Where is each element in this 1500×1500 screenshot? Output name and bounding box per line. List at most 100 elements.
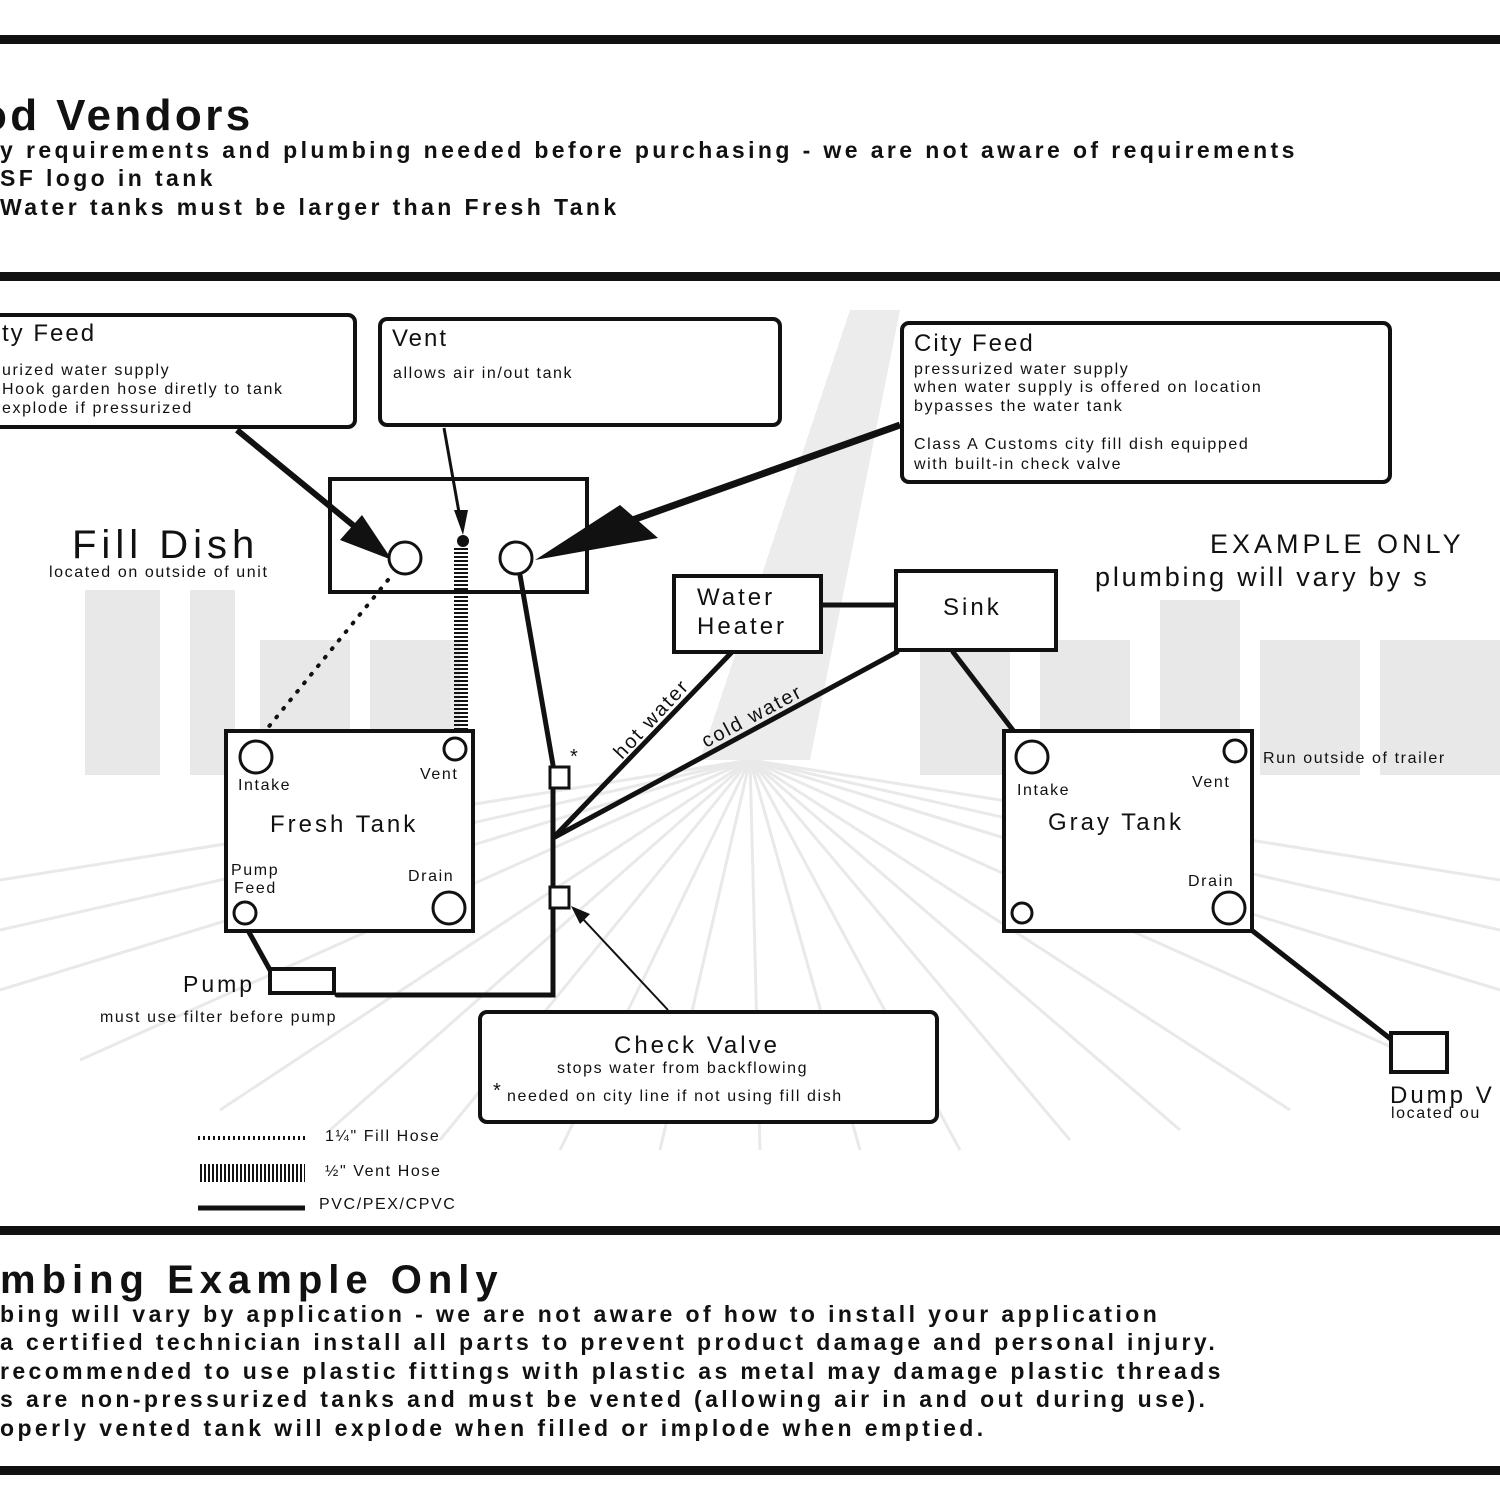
fill-hose <box>260 578 390 737</box>
fresh-tank-title: Fresh Tank <box>270 811 418 838</box>
fresh-intake-port <box>238 739 274 775</box>
lower-border <box>0 1226 1500 1235</box>
legend-pvc-label: PVC/PEX/CPVC <box>319 1196 456 1213</box>
legend-vent-hose-label: ½" Vent Hose <box>325 1163 442 1180</box>
gray-intake-label: Intake <box>1017 782 1070 799</box>
city-feed-left-line: explode if pressurized <box>2 400 193 417</box>
city-feed-right-line: with built-in check valve <box>913 456 1122 473</box>
arrow-head-icon <box>454 510 468 535</box>
footer-line: operly vented tank will explode when fil… <box>0 1415 987 1441</box>
bottom-border <box>0 1466 1500 1475</box>
check-valve-title: Check Valve <box>614 1032 780 1059</box>
arrow-head-icon <box>535 505 658 560</box>
dump-line <box>1242 922 1395 1043</box>
vent-nipple <box>457 535 469 547</box>
water-heater: Water Heater <box>672 574 823 654</box>
header-line: SF logo in tank <box>0 165 216 191</box>
fill-dish-subtitle: located on outside of unit <box>49 564 269 581</box>
fill-dish-box <box>328 477 589 594</box>
city-feed-left-line: Hook garden hose diretly to tank <box>2 381 284 398</box>
fresh-pump-feed-label: Feed <box>234 880 277 897</box>
header: od Vendors y requirements and plumbing n… <box>0 91 1298 220</box>
fill-dish-intake-port <box>387 540 423 576</box>
city-feed-left-line: urized water supply <box>2 362 170 379</box>
dump-valve: Dump V located ou <box>1389 1031 1495 1122</box>
fresh-pump-feed-port <box>232 900 258 926</box>
top-border <box>0 35 1500 44</box>
middle-border <box>0 272 1500 281</box>
sink: Sink <box>894 569 1058 652</box>
gray-drain-label: Drain <box>1188 873 1234 890</box>
legend-vent-hose-swatch <box>198 1164 305 1182</box>
example-subtitle: plumbing will vary by s <box>1095 562 1430 592</box>
footer: mbing Example Only bing will vary by app… <box>0 1258 1224 1441</box>
sink-drain-line <box>950 649 1025 745</box>
fill-dish-city-port <box>498 540 534 576</box>
city-feed-right-line: when water supply is offered on location <box>913 379 1262 396</box>
section-borders <box>0 35 1500 1475</box>
city-feed-right-title: City Feed <box>914 330 1035 357</box>
fresh-tank: Intake Vent Fresh Tank Pump Feed Drain <box>224 729 475 933</box>
callout-city-feed-left: ty Feed urized water supply Hook garden … <box>0 313 357 429</box>
hot-water-line <box>550 649 735 841</box>
arrow-head-icon <box>571 906 590 924</box>
city-line <box>517 572 556 768</box>
arrow-head-icon <box>340 515 392 560</box>
example-title: EXAMPLE ONLY <box>1210 529 1465 559</box>
vent-hose <box>454 548 468 730</box>
footer-line: recommended to use plastic fittings with… <box>0 1358 1224 1384</box>
fresh-pump-feed-label: Pump <box>231 862 279 879</box>
check-valve-note: needed on city line if not using fill di… <box>507 1088 843 1105</box>
footer-title: mbing Example Only <box>0 1258 504 1302</box>
header-line: Water tanks must be larger than Fresh Ta… <box>0 194 620 220</box>
callout-city-feed-right: City Feed pressurized water supply when … <box>900 321 1392 484</box>
pump-label: Pump <box>183 971 255 997</box>
pipes <box>242 572 1395 1043</box>
fresh-drain-port <box>431 890 467 926</box>
city-feed-right-line: bypasses the water tank <box>914 398 1123 415</box>
gray-run-outside-label: Run outside of trailer <box>1263 750 1446 767</box>
gray-small-port <box>1010 901 1034 925</box>
callout-arrows <box>235 421 902 1011</box>
header-line: y requirements and plumbing needed befor… <box>0 137 1298 163</box>
hot-water-label: hot water <box>610 675 694 763</box>
fill-dish: Fill Dish located on outside of unit <box>45 477 589 594</box>
pump: Pump must use filter before pump <box>100 967 337 1026</box>
gray-drain-port <box>1211 890 1247 926</box>
fresh-intake-label: Intake <box>238 777 291 794</box>
pump-box <box>268 967 336 995</box>
sink-label: Sink <box>943 594 1002 621</box>
header-title: od Vendors <box>0 91 254 140</box>
footer-line: s are non-pressurized tanks and must be … <box>0 1386 1208 1412</box>
city-feed-left-title: ty Feed <box>2 320 96 347</box>
gray-vent-port <box>1222 738 1248 764</box>
city-feed-right-line: Class A Customs city fill dish equipped <box>914 436 1249 453</box>
pump-line <box>334 907 556 998</box>
check-valve-lower <box>548 885 571 910</box>
water-heater-label: Water <box>697 584 775 611</box>
footer-line: a certified technician install all parts… <box>0 1329 1218 1355</box>
callout-check-valve: Check Valve stops water from backflowing… <box>478 1010 939 1124</box>
dump-valve-note: located ou <box>1391 1105 1481 1122</box>
fresh-vent-label: Vent <box>420 766 458 783</box>
fill-dish-title: Fill Dish <box>72 523 259 567</box>
dump-valve-label: Dump V <box>1390 1082 1495 1109</box>
city-feed-right-line: pressurized water supply <box>914 361 1129 378</box>
cold-water-line <box>550 649 900 841</box>
gray-tank-title: Gray Tank <box>1048 809 1184 836</box>
fresh-drain-label: Drain <box>408 868 454 885</box>
water-heater-label: Heater <box>697 613 787 640</box>
dump-valve-box <box>1389 1031 1449 1074</box>
vent-callout-text: allows air in/out tank <box>393 365 573 382</box>
gray-intake-port <box>1014 739 1050 775</box>
vent-callout-title: Vent <box>392 325 448 352</box>
footer-line: bing will vary by application - we are n… <box>0 1301 1160 1327</box>
callout-vent: Vent allows air in/out tank <box>378 317 782 427</box>
legend-fill-hose-label: 1¼" Fill Hose <box>325 1128 440 1145</box>
gray-tank: Intake Vent Gray Tank Drain Run outside … <box>1002 729 1446 933</box>
city-line-asterisk: * <box>570 746 578 768</box>
check-valve-subtitle: stops water from backflowing <box>557 1060 808 1077</box>
pump-note: must use filter before pump <box>100 1009 337 1026</box>
example-note: EXAMPLE ONLY plumbing will vary by s <box>1095 529 1465 592</box>
